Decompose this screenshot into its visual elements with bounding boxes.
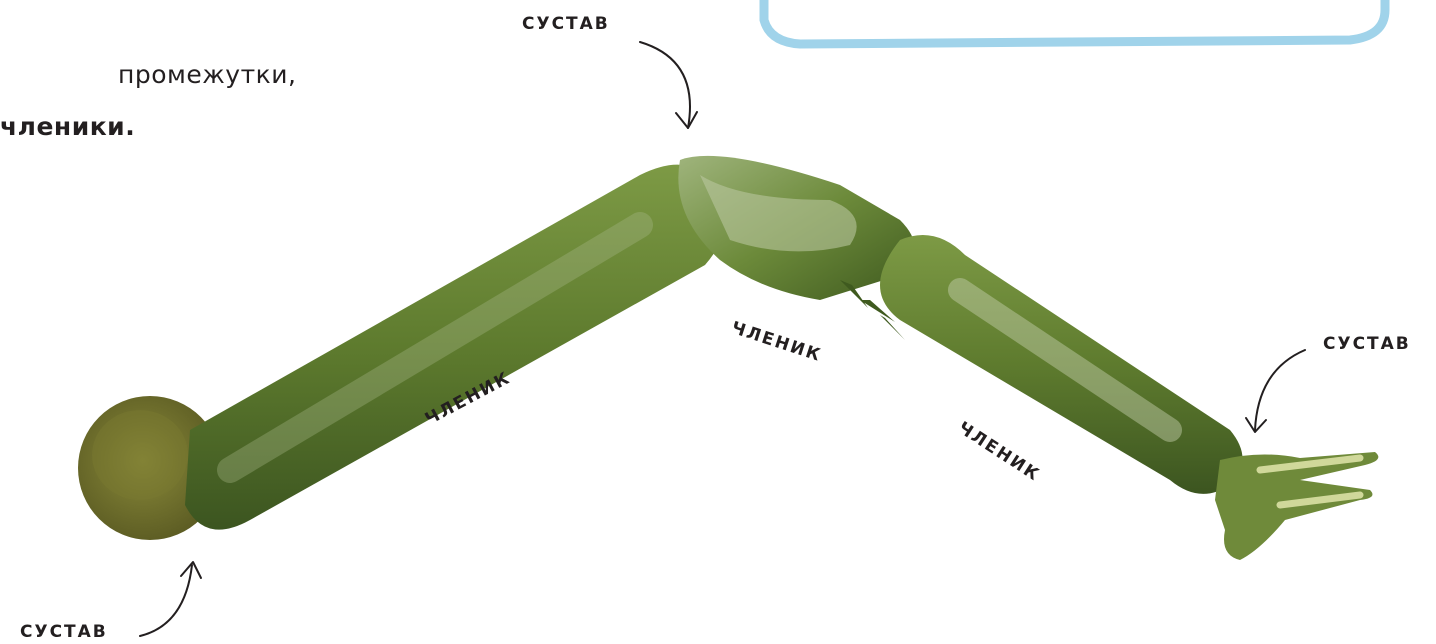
arrow-right — [1255, 350, 1305, 430]
arrow-top — [640, 42, 690, 128]
label-joint-bottom: СУСТАВ — [20, 622, 108, 642]
info-box-border — [764, 0, 1385, 44]
label-joint-top: СУСТАВ — [522, 14, 610, 34]
label-joint-right: СУСТАВ — [1323, 334, 1411, 354]
arrow-bottom — [140, 565, 192, 636]
